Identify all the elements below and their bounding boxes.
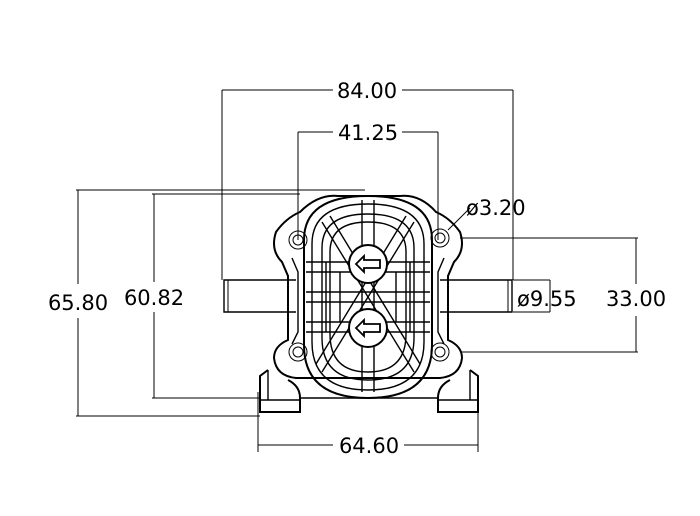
dimension-hole-diameter: ø3.20: [447, 196, 526, 231]
outlet-port-right: [440, 279, 513, 313]
dimension-hole-spacing: 33.00: [460, 237, 666, 353]
pump-body: [223, 194, 513, 413]
overall-height-label: 65.80: [48, 291, 108, 315]
left-foot: [259, 369, 301, 413]
body-height-label: 60.82: [124, 286, 184, 310]
dimension-body-height: 60.82: [124, 193, 300, 399]
overall-width-label: 84.00: [337, 79, 397, 103]
dimension-overall-height: 65.80: [48, 189, 365, 417]
circle-hole-icon: [288, 230, 308, 250]
circle-hole-icon: [288, 342, 308, 362]
circle-hole-icon: [430, 228, 450, 248]
hole-diameter-label: ø3.20: [466, 196, 526, 220]
pump-housing: [303, 194, 433, 400]
inlet-port-left: [223, 279, 296, 313]
circle-hole-icon: [430, 342, 450, 362]
left-arrow-icon: [348, 308, 388, 348]
dimension-overall-width: 84.00: [221, 79, 514, 280]
right-foot: [437, 369, 479, 413]
hole-spacing-label: 33.00: [606, 287, 666, 311]
outlet-diameter-label: ø9.55: [517, 287, 577, 311]
mounting-flange: [272, 194, 464, 379]
dimension-inner-width: 41.25: [297, 121, 439, 240]
base-width-label: 64.60: [339, 434, 399, 458]
dimension-base-width: 64.60: [257, 392, 479, 458]
dimension-outlet-diameter: ø9.55: [513, 279, 577, 313]
inner-width-label: 41.25: [338, 121, 398, 145]
left-arrow-icon: [348, 244, 388, 284]
